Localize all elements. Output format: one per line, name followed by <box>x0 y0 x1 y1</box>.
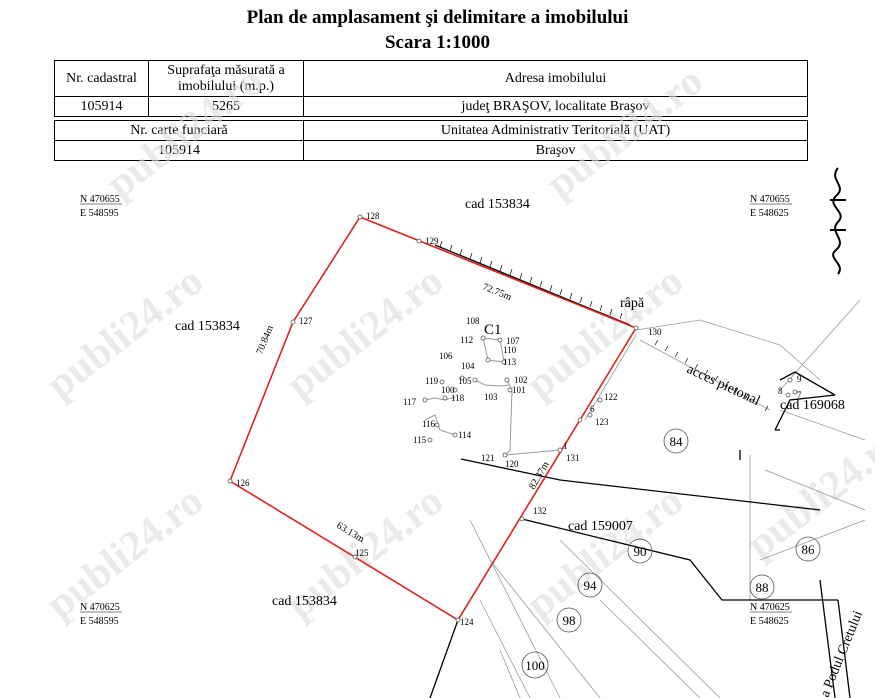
point-label: 127 <box>299 316 313 326</box>
point-label: 103 <box>484 392 498 402</box>
point-label: 105 <box>458 376 472 386</box>
neighbor-top: cad 153834 <box>465 197 530 212</box>
coord-e: E 548595 <box>80 616 119 627</box>
point-label: 100 <box>441 385 455 395</box>
neighbor-bottom: cad 153834 <box>272 594 337 609</box>
coord-e: E 548625 <box>750 208 789 219</box>
area-header-line2: imobilului (m.p.) <box>177 78 275 94</box>
point-label: 110 <box>503 345 517 355</box>
point-label: 126 <box>236 478 250 488</box>
lot-number: 90 <box>634 544 647 559</box>
lot-number: 94 <box>584 578 598 593</box>
neighbor-parcel-lines <box>469 299 866 698</box>
point-label: 130 <box>648 327 662 337</box>
point-label: 121 <box>481 453 495 463</box>
point-label: 102 <box>514 375 528 385</box>
slope-hatch <box>439 240 769 412</box>
point-label: 9 <box>797 374 802 384</box>
cadastral-value: 105914 <box>54 96 149 117</box>
point-label: 101 <box>512 385 526 395</box>
point-label: 117 <box>403 397 417 407</box>
cadastral-header: Nr. cadastral <box>54 60 149 97</box>
lot-numbers: 84 90 86 88 94 98 100 <box>521 428 821 679</box>
uat-header: Unitatea Administrativ Teritorială (UAT) <box>303 120 808 141</box>
watermark-text: publi24.ro <box>518 258 692 408</box>
neighbor-169068: cad 169068 <box>780 398 845 413</box>
point-label: 129 <box>425 236 439 246</box>
survey-points <box>227 214 798 623</box>
point-label: 120 <box>505 459 519 469</box>
coord-n: N 470655 <box>80 194 120 205</box>
watermark-text: publi24.ro <box>518 478 692 628</box>
point-label: 7 <box>797 390 802 400</box>
address-value: judeţ BRAŞOV, localitate Braşov <box>303 96 808 117</box>
point-label: 122 <box>604 392 618 402</box>
point-label: 128 <box>366 211 380 221</box>
point-label: 116 <box>422 419 436 429</box>
coord-n: N 470625 <box>750 602 790 613</box>
plan-title: Plan de amplasament şi delimitare a imob… <box>246 7 629 28</box>
watermark-text: publi24.ro <box>98 58 272 208</box>
coord-n: N 470625 <box>80 602 120 613</box>
lot-number: 84 <box>670 434 684 449</box>
north-arrow-icon <box>830 167 846 275</box>
point-label: 6 <box>590 404 595 414</box>
coord-e: E 548595 <box>80 208 119 219</box>
label-rapa: râpă <box>620 296 645 311</box>
point-label: 123 <box>595 417 609 427</box>
neighbor-left: cad 153834 <box>175 319 240 334</box>
point-numbers: 128 129 127 126 125 124 132 131 130 122 … <box>236 211 802 627</box>
point-label: 1 <box>563 441 568 451</box>
inner-line <box>584 334 637 421</box>
lot-number: 88 <box>756 580 769 595</box>
point-label: 132 <box>533 506 547 516</box>
land-registry-table: Nr. carte funciară Unitatea Administrati… <box>54 120 808 161</box>
coord-e: E 548625 <box>750 616 789 627</box>
point-label: 131 <box>566 453 580 463</box>
point-label: 115 <box>413 435 427 445</box>
watermark-text: publi24.ro <box>38 478 212 628</box>
point-label: 114 <box>458 430 472 440</box>
point-label: 108 <box>466 316 480 326</box>
point-label: 113 <box>503 357 517 367</box>
building-label: C1 <box>484 322 502 338</box>
watermark-layer: publi24.ro publi24.ro publi24.ro publi24… <box>38 58 875 628</box>
point-label: 8 <box>778 386 783 396</box>
lot-number: 98 <box>563 613 576 628</box>
address-header: Adresa imobilului <box>303 60 808 97</box>
lot-number: 86 <box>802 542 816 557</box>
parcel-boundary <box>229 216 638 622</box>
plan-scale: Scara 1:1000 <box>384 32 490 53</box>
watermark-text: publi24.ro <box>538 58 712 208</box>
point-label: 112 <box>460 335 473 345</box>
property-info-table: Nr. cadastral Suprafaţa măsurată a imobi… <box>54 60 808 117</box>
distance-label: 72.75m <box>481 282 513 304</box>
point-label: 119 <box>425 376 439 386</box>
uat-value: Braşov <box>303 140 808 161</box>
lot-number: 100 <box>525 658 545 673</box>
neighbor-159007: cad 159007 <box>568 519 633 534</box>
distance-label: 70.84m <box>255 324 277 356</box>
coord-n: N 470655 <box>750 194 790 205</box>
coordinate-labels: N 470655 E 548595 N 470655 E 548625 N 47… <box>80 194 792 627</box>
area-value: 5265 <box>148 96 304 117</box>
point-label: 104 <box>461 361 475 371</box>
point-label: 118 <box>451 393 465 403</box>
area-header-line1: Suprafaţa măsurată a <box>167 62 285 78</box>
point-label: 125 <box>355 548 369 558</box>
point-label: 106 <box>439 351 453 361</box>
label-acces-pietonal: acces pietonal <box>684 362 762 409</box>
point-label: 107 <box>506 336 520 346</box>
point-label: 124 <box>460 617 474 627</box>
